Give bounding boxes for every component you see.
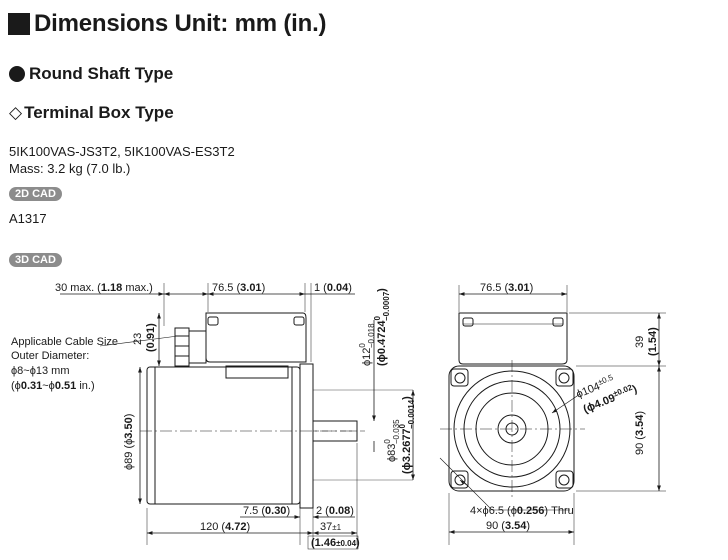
dim-phi-0-4724: (ϕ0.47240−0.0007) (373, 288, 391, 366)
front-terminal-box (458, 312, 568, 365)
cad-2d-badge[interactable]: 2D CAD (9, 187, 62, 201)
cable-size-line-3: ϕ8~ϕ13 mm (11, 365, 69, 377)
cad-code: A1317 (9, 211, 47, 226)
dim-39: 39 (634, 336, 646, 348)
dim-phi-89: ϕ89 (ϕ3.50) (123, 414, 135, 470)
dim-phi-3-2677: (ϕ3.26770−0.0014) (398, 396, 416, 474)
dim-phi-83: ϕ830−0.035 (383, 419, 401, 462)
dim-2: 2 (0.08) (316, 505, 354, 517)
page-title-text: Dimensions Unit: mm (in.) (34, 10, 327, 37)
dim-76-5-side: 76.5 (3.01) (212, 282, 265, 294)
section-round-shaft-label: Round Shaft Type (29, 64, 174, 83)
section-round-shaft: Round Shaft Type (9, 64, 173, 84)
square-bullet-icon (8, 13, 30, 35)
motor-flange (299, 363, 314, 509)
dim-23-in: (0.91) (145, 323, 157, 352)
terminal-box-base (225, 365, 289, 379)
dim-30-max: 30 max. (1.18 max.) (55, 282, 153, 294)
front-view (439, 285, 666, 545)
dim-37: 37±1 (320, 521, 342, 533)
dim-7-5: 7.5 (0.30) (243, 505, 290, 517)
mounting-holes-label: 4×ϕ6.5 (ϕ0.256) Thru (470, 505, 574, 517)
dim-23: 23 (132, 333, 144, 345)
dim-120: 120 (4.72) (200, 521, 250, 533)
cable-size-line-4: (ϕ0.31~ϕ0.51 in.) (11, 380, 95, 392)
dim-39-in: (1.54) (647, 327, 659, 356)
cable-size-line-2: Outer Diameter: (11, 350, 89, 362)
cable-size-line-1: Applicable Cable Size (11, 336, 118, 348)
mounting-holes (450, 368, 574, 489)
page-title: Dimensions Unit: mm (in.) (8, 8, 327, 40)
diamond-outline-icon: ◇ (9, 103, 23, 122)
side-view (60, 283, 415, 545)
dim-90-vertical: 90 (3.54) (634, 411, 646, 455)
section-terminal-box-label: Terminal Box Type (24, 103, 174, 122)
dimension-drawing: 30 max. (1.18 max.) 76.5 (3.01) 1 (0.04)… (11, 282, 666, 550)
filled-circle-icon (9, 66, 25, 82)
dim-1: 1 (0.04) (314, 282, 352, 294)
model-numbers: 5IK100VAS-JS3T2, 5IK100VAS-ES3T2 (9, 144, 235, 159)
motor-body (146, 366, 301, 505)
cable-gland (174, 327, 190, 367)
dim-76-5-front: 76.5 (3.01) (480, 282, 533, 294)
front-flange (448, 365, 575, 492)
dim-1-46: (1.46±0.04) (311, 537, 360, 549)
cad-3d-badge[interactable]: 3D CAD (9, 253, 62, 267)
mass: Mass: 3.2 kg (7.0 lb.) (9, 161, 131, 176)
section-terminal-box: ◇ Terminal Box Type (9, 103, 174, 123)
terminal-box (205, 312, 307, 363)
dim-phi-12: ϕ120−0.018 (358, 323, 376, 366)
dim-90-horizontal: 90 (3.54) (486, 520, 530, 532)
